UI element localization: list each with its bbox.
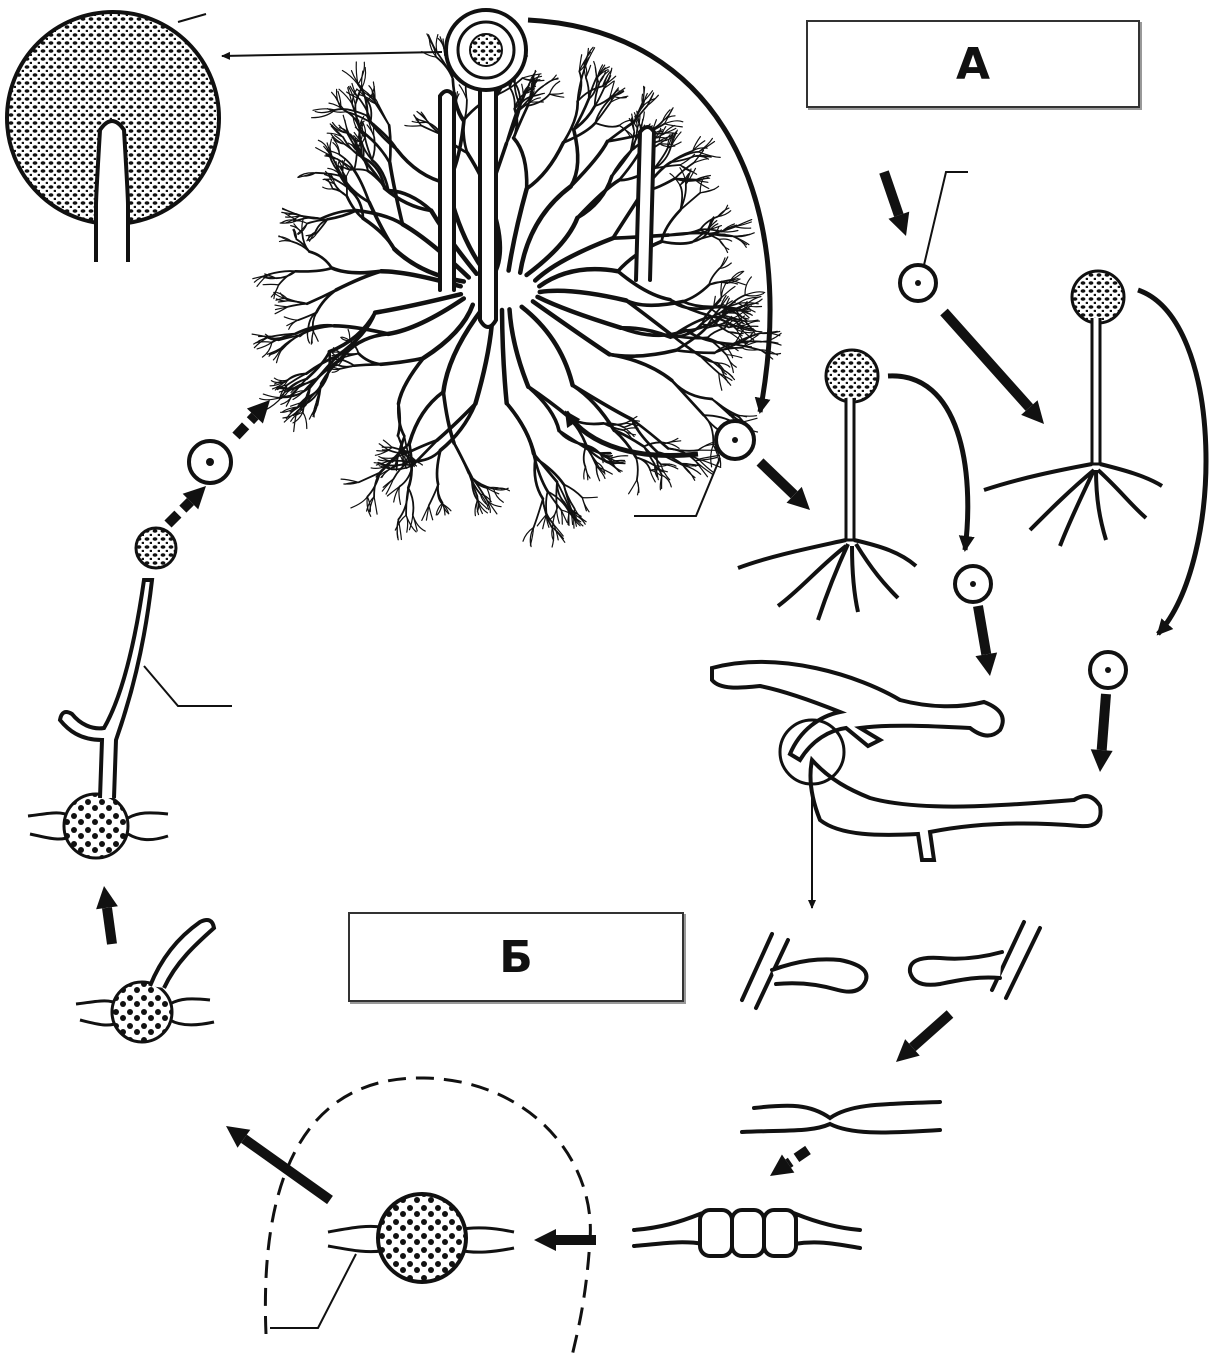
callout-line-spore-top-right	[924, 172, 968, 265]
germ-sporangium	[28, 528, 176, 858]
blank-box-a[interactable]: А	[806, 20, 1140, 108]
curved-arrow-right-sporangium	[1138, 290, 1206, 634]
mycelium-mass	[252, 34, 781, 547]
arrow-spore-to-mycelium	[236, 400, 270, 436]
spore-top-right	[900, 265, 936, 301]
box-a-label: А	[956, 39, 990, 90]
pointer-arrow-enlarge	[222, 52, 442, 56]
spore-left	[189, 441, 231, 483]
spore-mid	[955, 566, 991, 602]
callout-line-sporangiophore	[144, 666, 232, 706]
enlarged-sporangium	[7, 12, 219, 262]
box-b-label: Б	[499, 932, 533, 983]
young-sporangiophore-right	[984, 271, 1162, 546]
gametangia-right	[910, 922, 1040, 998]
gametangia-left	[742, 934, 866, 1008]
arrow-zygospore-to-germination	[226, 1126, 330, 1200]
arrow-spore-mid-to-hypha	[975, 606, 997, 676]
arrow-sporangium-to-spore	[168, 486, 206, 524]
arrow-gametangia-to-fusion	[896, 1014, 950, 1062]
spore-center	[716, 421, 754, 459]
germinating-zygospore-small	[76, 920, 214, 1042]
spore-right	[1090, 652, 1126, 688]
zygospore	[328, 1194, 514, 1282]
hypha-lower	[810, 760, 1100, 860]
blank-box-b[interactable]: Б	[348, 912, 684, 1002]
arrow-spore-right-to-hypha	[1091, 694, 1113, 772]
fusing-gametangia	[742, 1102, 940, 1132]
arrow-zygote-to-zygospore	[534, 1229, 596, 1251]
arrow-fusion-to-zygote	[770, 1150, 808, 1176]
arrow-spore-to-sporangiophore-center	[760, 462, 810, 510]
zygote-formation	[634, 1210, 860, 1256]
callout-line-zygospore	[270, 1254, 356, 1328]
arrow-to-spore-top-right	[884, 172, 909, 236]
curved-arrow-mid-sporangium	[888, 376, 968, 550]
arrow-spore-to-sporangiophore-right	[944, 312, 1044, 424]
hypha-upper	[712, 662, 1003, 760]
top-sporangium	[446, 10, 526, 90]
arrow-germination-upward	[96, 886, 118, 944]
